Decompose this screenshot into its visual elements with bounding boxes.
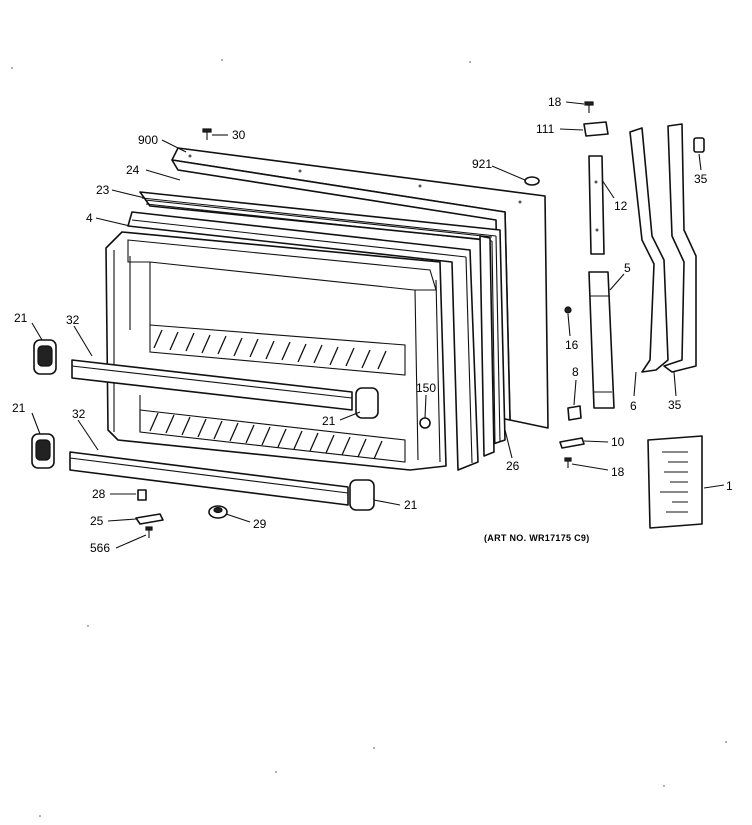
end-cap-lower-left xyxy=(31,433,55,469)
hinge-bracket-5 xyxy=(588,271,615,409)
callout-566: 566 xyxy=(90,541,110,555)
callout-5: 5 xyxy=(624,261,631,275)
screw-30 xyxy=(202,128,212,140)
upper-door-rail xyxy=(71,359,353,411)
handle-35 xyxy=(663,123,697,373)
lower-shelf-ribs xyxy=(149,412,383,460)
callout-21-upper-right: 21 xyxy=(322,414,336,428)
callout-30: 30 xyxy=(232,128,246,142)
callout-16: 16 xyxy=(565,338,579,352)
callout-18-top: 18 xyxy=(548,95,562,109)
callout-21-lower-left: 21 xyxy=(12,401,26,415)
callout-8: 8 xyxy=(572,365,579,379)
bushing-28 xyxy=(137,489,147,501)
callout-1: 1 xyxy=(726,479,733,493)
hinge-cover-111 xyxy=(583,121,609,137)
callout-24: 24 xyxy=(126,163,140,177)
pad-8 xyxy=(567,405,582,421)
door-liner xyxy=(105,231,447,471)
end-cap-lower-right xyxy=(349,479,375,511)
callout-12: 12 xyxy=(614,199,628,213)
screw-16 xyxy=(564,306,572,314)
scan-specks xyxy=(11,59,727,817)
leader-lines xyxy=(31,101,725,549)
callout-25: 26 xyxy=(506,459,520,473)
callout-35-upper: 35 xyxy=(694,172,708,186)
art-number: (ART NO. WR17175 C9) xyxy=(484,533,590,543)
cap-29 xyxy=(208,505,228,519)
callout-32-lower: 32 xyxy=(72,407,86,421)
end-cap-upper-right xyxy=(355,387,379,419)
end-cap-upper-left xyxy=(33,339,57,375)
owner-manual xyxy=(647,435,703,529)
screw-566 xyxy=(145,526,153,538)
callout-26: 25 xyxy=(90,514,104,528)
lower-door-rail xyxy=(69,451,349,506)
callout-29: 29 xyxy=(253,517,267,531)
hinge-12 xyxy=(588,155,605,255)
screw-18-top xyxy=(584,101,594,113)
callout-6: 6 xyxy=(630,399,637,413)
callout-23: 23 xyxy=(96,183,110,197)
callout-35-lower: 35 xyxy=(668,398,682,412)
callout-4: 4 xyxy=(86,211,93,225)
callout-28: 28 xyxy=(92,487,106,501)
plug-150 xyxy=(419,417,431,429)
callout-18-bottom: 18 xyxy=(611,465,625,479)
callout-921: 921 xyxy=(472,157,492,171)
bracket-26 xyxy=(135,513,164,525)
callout-labels: 900 30 24 23 4 21 32 21 32 21 21 150 28 … xyxy=(12,95,733,555)
handle-cap-35 xyxy=(693,137,705,153)
callout-21-lower-right: 21 xyxy=(404,498,418,512)
callout-900: 900 xyxy=(138,133,158,147)
callout-32-upper: 32 xyxy=(66,313,80,327)
callout-10: 10 xyxy=(611,435,625,449)
door-liner-frame xyxy=(127,211,495,471)
stop-10 xyxy=(559,437,585,449)
handle-6 xyxy=(629,127,669,373)
callout-21-upper-left: 21 xyxy=(14,311,28,325)
callout-150: 150 xyxy=(416,381,436,395)
upper-shelf-ribs xyxy=(153,329,387,370)
callout-111: 111 xyxy=(536,122,555,136)
screw-18-bottom xyxy=(564,457,572,468)
